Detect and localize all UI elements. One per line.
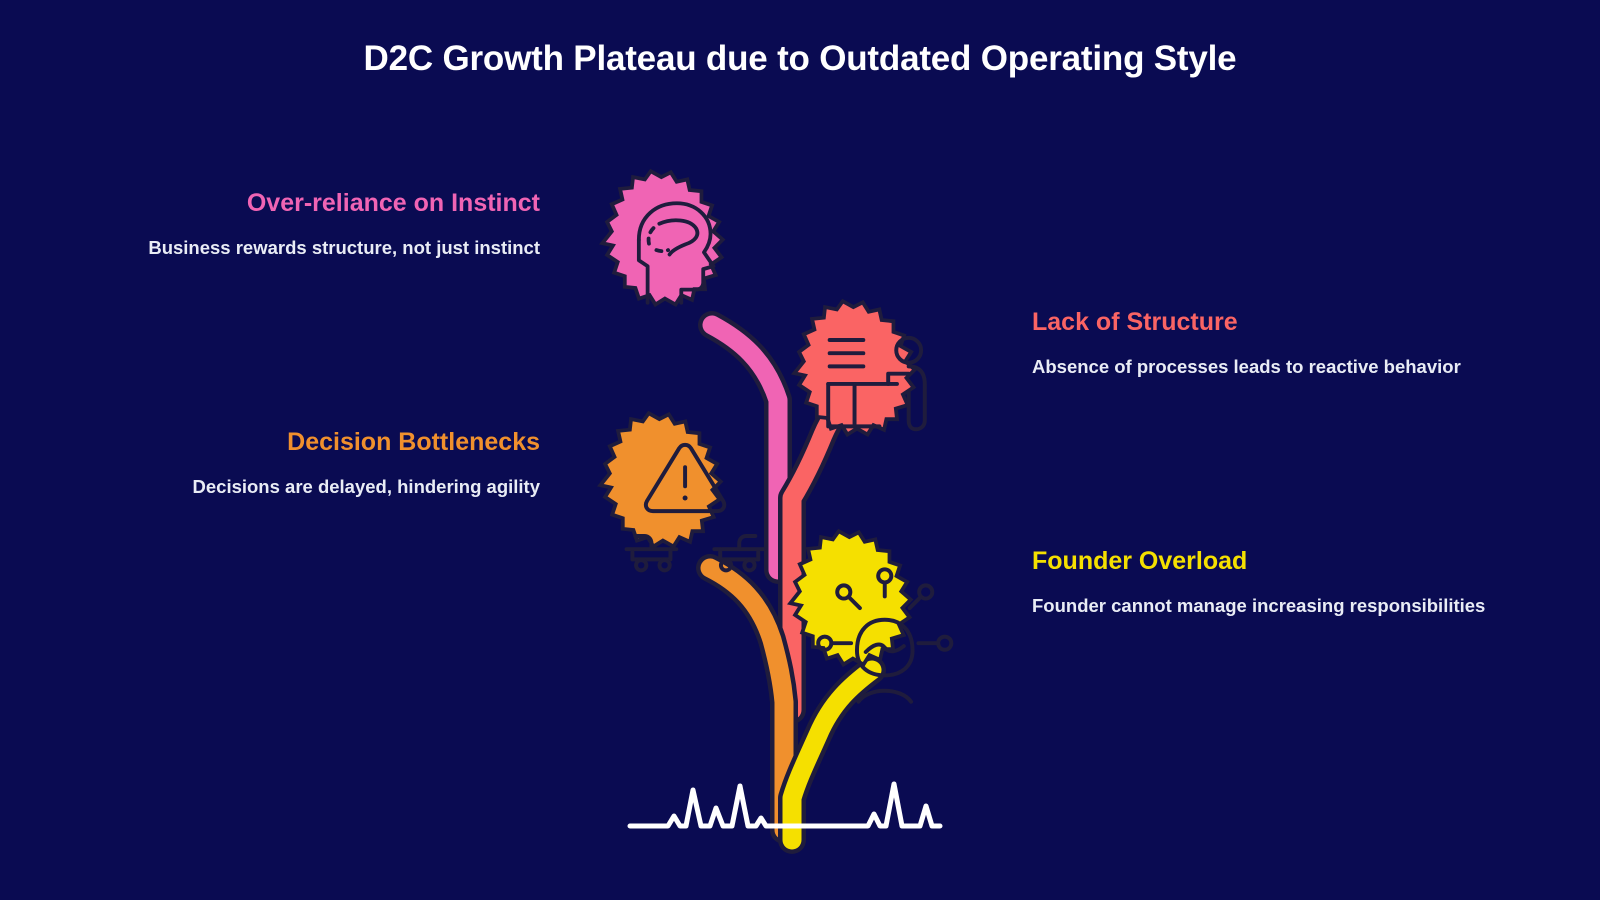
stem-orange <box>700 558 794 840</box>
callout-heading-bottlenecks: Decision Bottlenecks <box>287 428 540 456</box>
traffic-warning-icon <box>624 442 767 573</box>
leaf-decision-bottlenecks[interactable] <box>598 411 767 573</box>
growth-plateau-plant <box>560 150 1040 854</box>
callout-body-instinct: Business rewards structure, not just ins… <box>148 237 540 258</box>
leaf-founder-overload[interactable] <box>788 529 954 704</box>
callout-over-reliance-on-instinct: Over-reliance on Instinct Business rewar… <box>140 188 540 263</box>
callout-body-structure: Absence of processes leads to reactive b… <box>1032 356 1461 377</box>
callout-decision-bottlenecks: Decision Bottlenecks Decisions are delay… <box>140 427 541 502</box>
page-title: D2C Growth Plateau due to Outdated Opera… <box>363 39 1237 78</box>
overwhelmed-face-icon <box>816 567 954 704</box>
callout-body-founder: Founder cannot manage increasing respons… <box>1032 595 1486 616</box>
person-at-desk-icon <box>826 335 927 432</box>
stem-yellow <box>782 660 882 850</box>
callout-body-bottlenecks: Decisions are delayed, hindering agility <box>192 476 541 497</box>
grass-line-path <box>627 781 943 829</box>
head-thought-icon <box>636 201 716 305</box>
callout-founder-overload: Founder Overload Founder cannot manage i… <box>1032 546 1502 621</box>
plant-illustration <box>598 169 954 854</box>
callout-lack-of-structure: Lack of Structure Absence of processes l… <box>1032 307 1502 382</box>
stem-pink <box>702 315 788 580</box>
leaf-over-reliance-on-instinct[interactable] <box>600 169 725 307</box>
callout-heading-structure: Lack of Structure <box>1032 308 1238 336</box>
callout-heading-instinct: Over-reliance on Instinct <box>246 189 540 217</box>
ground-grass-line <box>627 781 943 829</box>
leaf-lack-of-structure[interactable] <box>792 299 927 437</box>
callout-heading-founder: Founder Overload <box>1032 547 1248 575</box>
